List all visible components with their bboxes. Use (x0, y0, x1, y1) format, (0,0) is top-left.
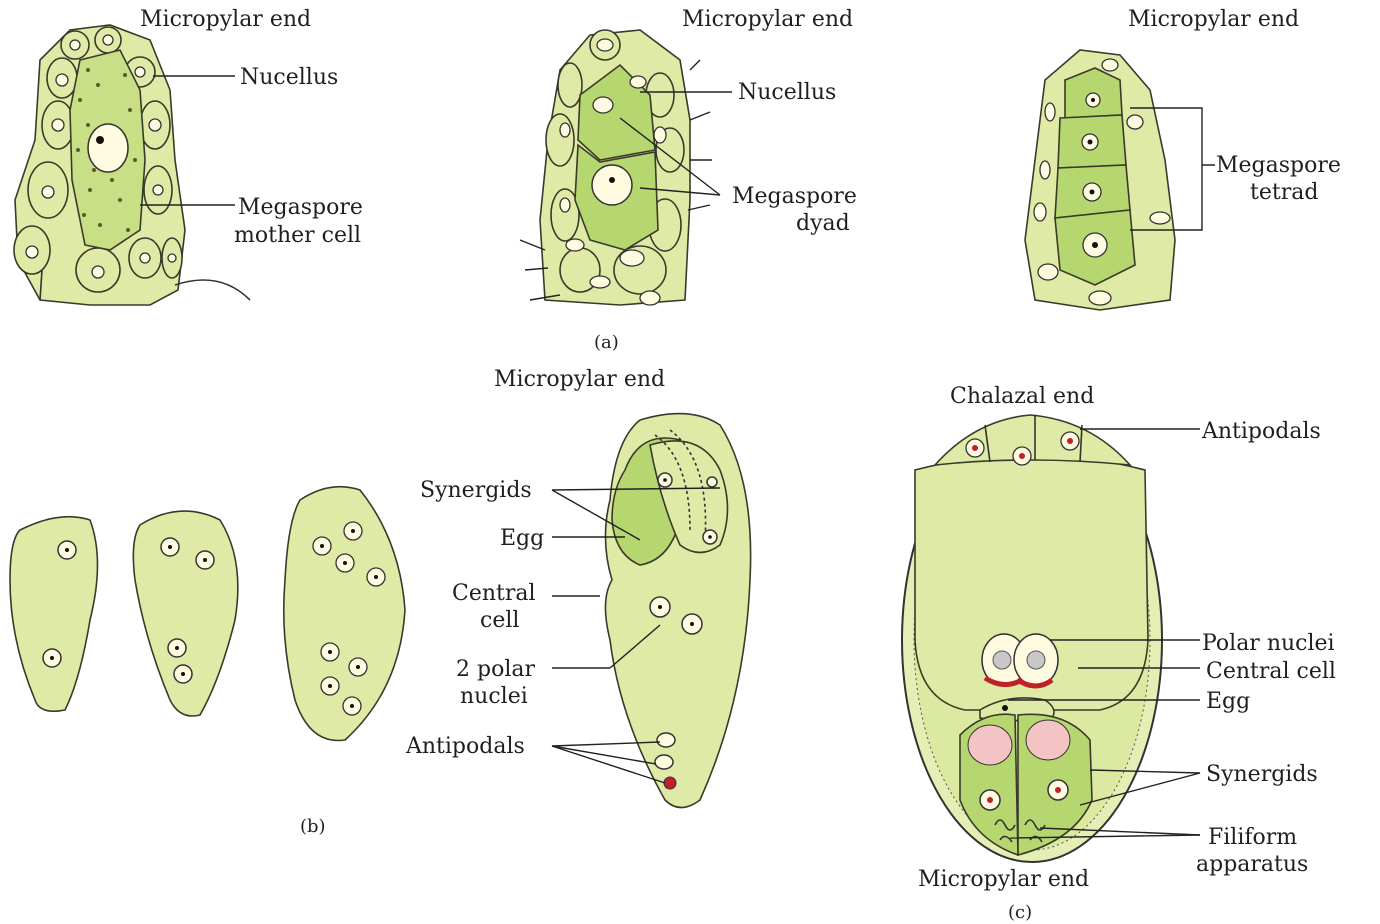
panel-a-caption: (a) (594, 332, 619, 353)
sac-synergids-label: Synergids (420, 478, 532, 503)
megaspore-mother-cell-label-line1: Megaspore (238, 195, 363, 220)
eight-nucleate-stage (284, 487, 405, 741)
filiform-apparatus-label-line1: Filiform (1208, 825, 1297, 850)
oval-synergids-label: Synergids (1206, 762, 1318, 787)
megaspore-dyad-label-line2: dyad (796, 211, 850, 236)
megaspore-tetrad-label-line2: tetrad (1250, 180, 1318, 205)
oval-egg-label: Egg (1206, 689, 1250, 714)
oval-micropylar-end-label: Micropylar end (918, 867, 1089, 892)
cell2-micropylar-end-label: Micropylar end (682, 7, 853, 32)
four-nucleate-stage (133, 511, 238, 716)
sac-central-cell-label-line1: Central (452, 581, 536, 606)
megaspore-mother-cell-label-line2: mother cell (234, 223, 361, 248)
panel-c-caption: (c) (1008, 902, 1032, 923)
panel-b-caption: (b) (300, 816, 326, 837)
two-nucleate-stage (10, 517, 98, 712)
mature-embryo-sac-illustration (552, 414, 751, 808)
chalazal-end-label: Chalazal end (950, 384, 1094, 409)
cell1-nucellus-label: Nucellus (240, 65, 338, 90)
sac-polar-nuclei-label-line1: 2 polar (456, 657, 535, 682)
cell1-micropylar-end-label: Micropylar end (140, 7, 311, 32)
cell2-nucellus-label: Nucellus (738, 80, 836, 105)
megaspore-dyad-illustration (520, 30, 732, 305)
megaspore-dyad-label-line1: Megaspore (732, 184, 857, 209)
cell3-micropylar-end-label: Micropylar end (1128, 7, 1299, 32)
sac-polar-nuclei-label-line2: nuclei (460, 684, 528, 709)
oval-antipodals-label: Antipodals (1201, 419, 1321, 444)
megaspore-mother-cell-illustration (14, 25, 250, 305)
sac-egg-label: Egg (500, 526, 544, 551)
filiform-apparatus-label-line2: apparatus (1196, 852, 1308, 877)
central-cell-label: Central cell (1206, 659, 1336, 684)
sac-micropylar-end-label: Micropylar end (494, 367, 665, 392)
sac-central-cell-label-line2: cell (480, 608, 519, 633)
embryo-sac-oval-illustration (902, 415, 1200, 862)
sac-antipodals-label: Antipodals (405, 734, 525, 759)
megaspore-tetrad-label-line1: Megaspore (1216, 153, 1341, 178)
megaspore-tetrad-illustration (1025, 50, 1215, 310)
polar-nuclei-label: Polar nuclei (1202, 631, 1335, 656)
